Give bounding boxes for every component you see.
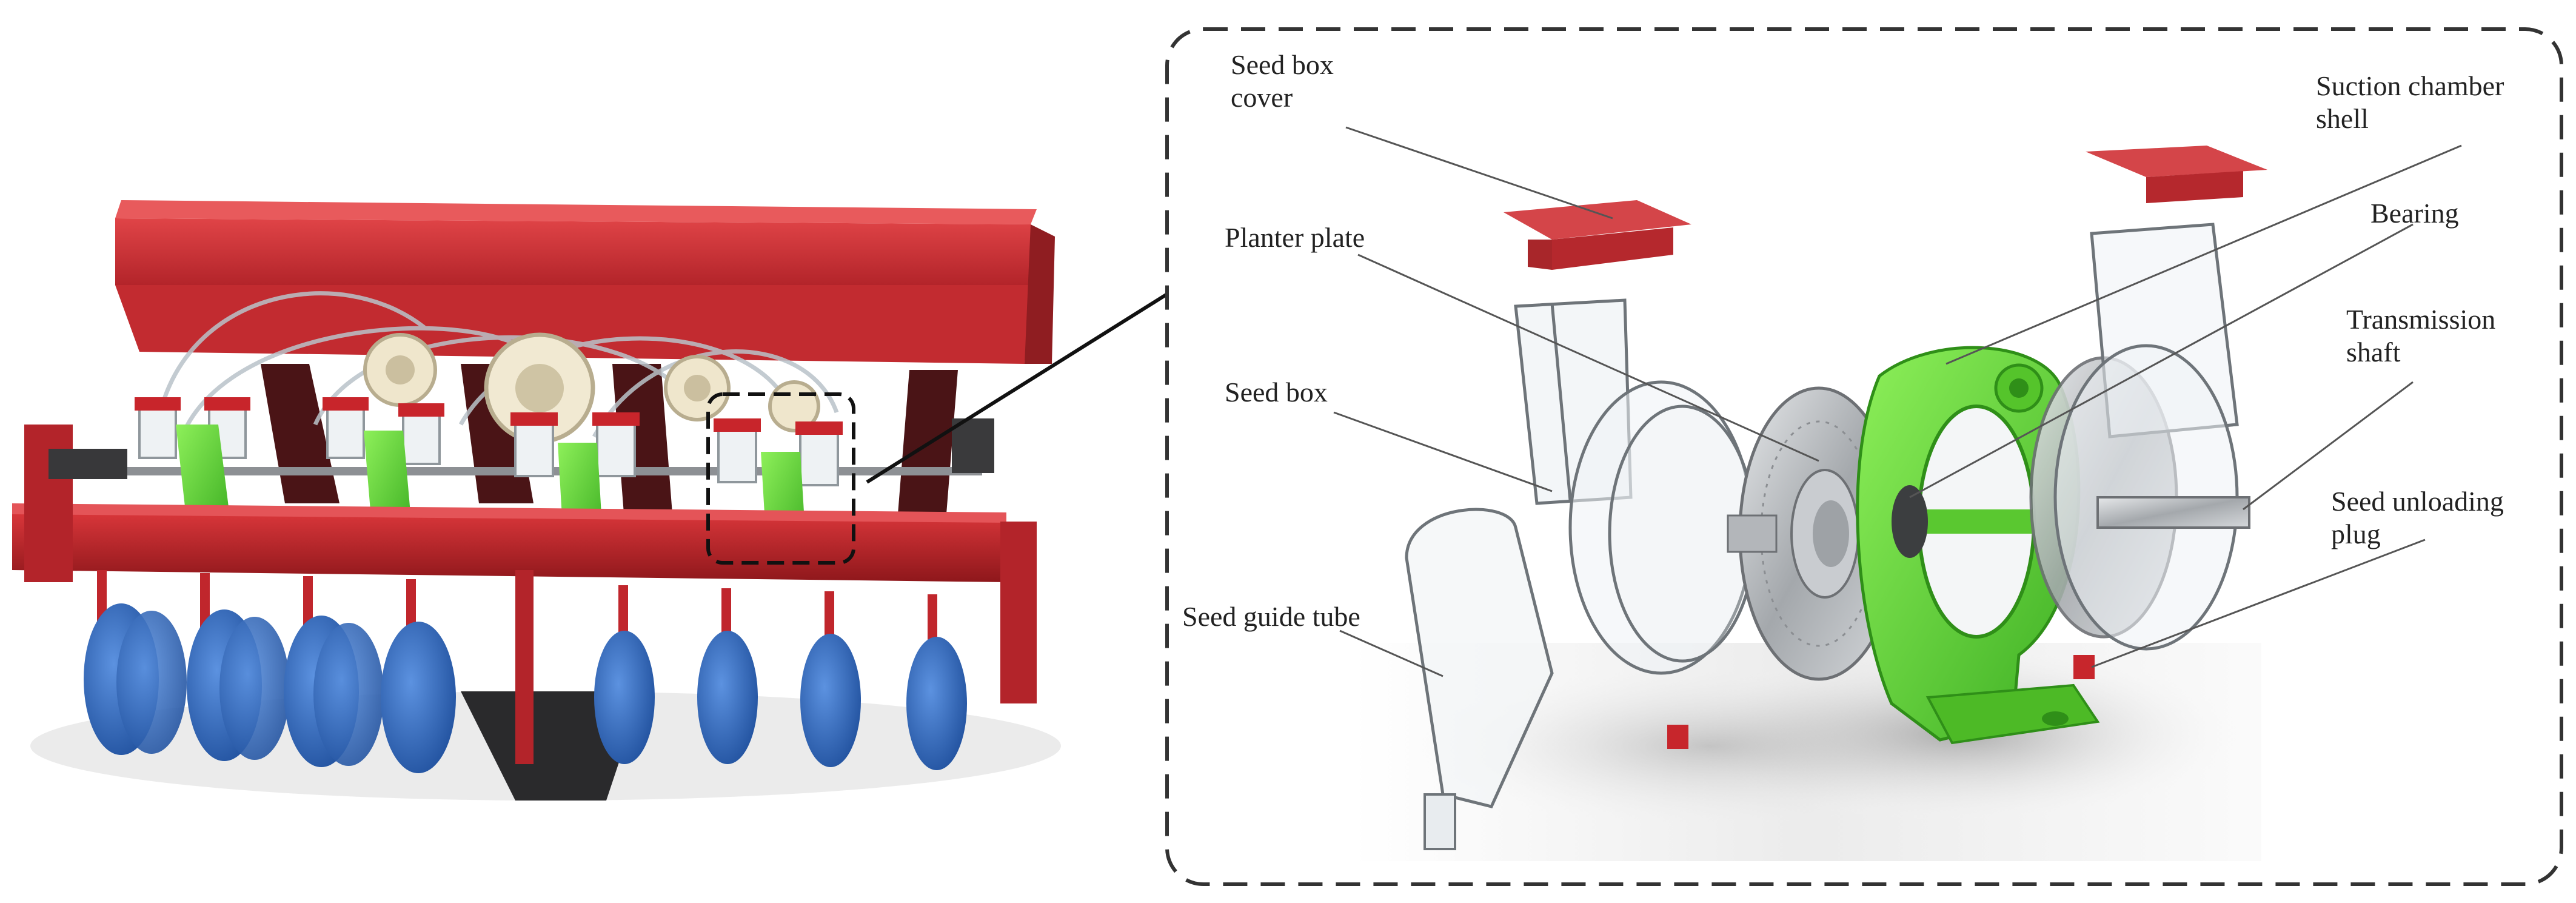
seed-box-cover-right — [2086, 146, 2267, 203]
hopper-front — [115, 285, 1031, 364]
detail-leader-line — [866, 292, 1168, 484]
seeding-discs — [84, 603, 967, 773]
control-box — [952, 418, 994, 473]
label-seed-box: Seed box — [1225, 377, 1328, 408]
main-frame-top — [12, 503, 1006, 523]
seed-box-cover-left — [1504, 200, 1691, 270]
exploded-view-frame — [1165, 27, 2563, 886]
seed-guide-tube — [1405, 508, 1554, 808]
hopper-side — [1025, 224, 1055, 364]
plug-left — [1667, 725, 1688, 749]
hitch-motor — [49, 449, 127, 479]
seed-unloading-plug — [2073, 655, 2095, 679]
hopper-lid — [115, 218, 1031, 285]
end-plate — [1000, 522, 1037, 703]
support-bracket — [612, 364, 673, 522]
label-seed-box-cover: Seed box cover — [1231, 49, 1334, 113]
label-planter-plate: Planter plate — [1225, 222, 1365, 253]
drive-shaft — [36, 467, 982, 475]
detail-highlight-box — [706, 392, 855, 565]
bearing — [1892, 485, 1928, 558]
hitch-plate — [24, 425, 73, 582]
vacuum-hoses — [155, 291, 839, 438]
seed-box-right — [2053, 223, 2239, 651]
suction-chamber-shell — [1856, 346, 2100, 745]
label-bearing: Bearing — [2370, 198, 2459, 229]
label-transmission-shaft: Transmission shaft — [2346, 304, 2496, 368]
hopper-top-edge — [115, 200, 1037, 224]
label-seed-unloading-plug: Seed unloading plug — [2331, 486, 2504, 549]
label-seed-guide-tube: Seed guide tube — [1182, 601, 1360, 632]
main-frame-beam — [12, 512, 1006, 582]
exploded-view — [1352, 146, 2267, 861]
leader-lines — [1333, 126, 2462, 677]
shaft-hub — [1727, 514, 1778, 553]
transmission-shaft — [2096, 496, 2250, 529]
label-suction-chamber-shell: Suction chamber shell — [2316, 70, 2504, 134]
planter-assembly — [12, 200, 1168, 801]
